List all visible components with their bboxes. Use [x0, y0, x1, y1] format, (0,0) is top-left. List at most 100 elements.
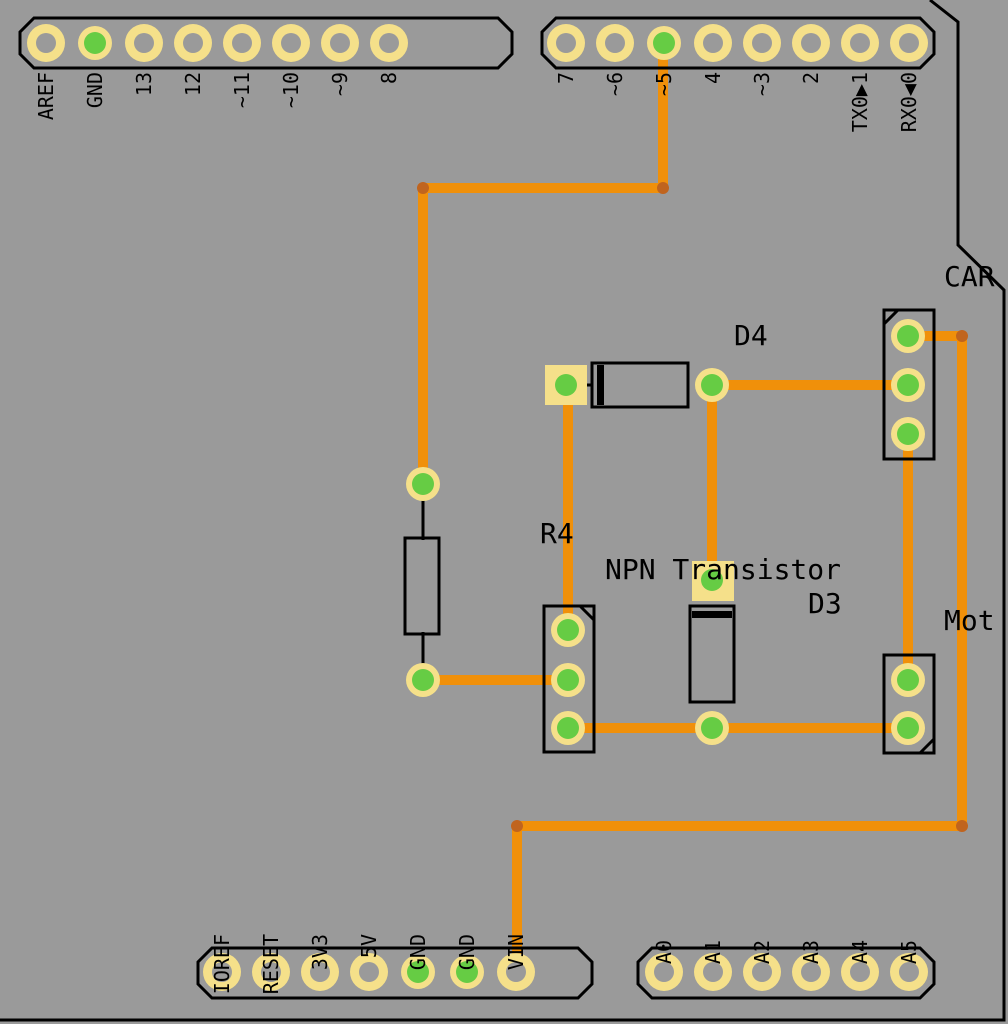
label-d3: D3: [808, 587, 842, 620]
label-car: CAR: [944, 260, 995, 293]
header-pin-top-left-hole: [84, 32, 106, 54]
pin-label-top-right: ~6: [603, 72, 627, 96]
vertex: [956, 820, 968, 832]
label-transistor: NPN Transistor: [605, 553, 841, 586]
header-pin-top-left-hole: [232, 33, 252, 53]
pin-label-power: VIN: [504, 934, 528, 970]
header-pin-power-hole: [310, 962, 330, 982]
pin-label-top-left: GND: [83, 72, 107, 108]
diode-body: [590, 361, 690, 409]
header-pin-top-right-hole: [653, 32, 675, 54]
header-pin-top-left-hole: [330, 33, 350, 53]
header-pin-top-left-hole: [134, 33, 154, 53]
pin-label-analog: A4: [848, 940, 872, 964]
component-pad-hole: [557, 669, 579, 691]
label-mot: Mot: [944, 604, 995, 637]
header-bottom-analog-outline: [636, 946, 936, 1000]
resistor-body: [403, 536, 441, 636]
pin-label-top-right: 2: [799, 72, 823, 84]
header-pin-analog-hole: [850, 962, 870, 982]
pin-label-top-right: ~5: [652, 72, 676, 96]
header-pin-power-hole: [359, 962, 379, 982]
header-pin-top-right-hole: [850, 33, 870, 53]
pin-label-analog: A3: [799, 940, 823, 964]
header-pin-analog-hole: [752, 962, 772, 982]
header-pin-power-hole: [456, 961, 478, 983]
pin-label-top-right: ~3: [750, 72, 774, 96]
transistor-notch: [578, 604, 596, 622]
connector-car-outline[interactable]: [882, 308, 936, 461]
component-pad-hole: [557, 619, 579, 641]
pin-label-top-left: AREF: [34, 72, 58, 120]
diode-body: [688, 604, 736, 704]
component-pad-hole: [701, 717, 723, 739]
component-pad-hole: [557, 717, 579, 739]
pin-label-top-left: ~11: [230, 72, 254, 108]
pin-label-top-right: RX0◀0: [897, 72, 921, 132]
component-pad-hole: [701, 374, 723, 396]
connector-notch: [918, 737, 936, 755]
vertex: [417, 182, 429, 194]
header-pin-power-hole: [261, 962, 281, 982]
header-pin-top-right-hole: [899, 33, 919, 53]
pin-label-top-right: 7: [554, 72, 578, 84]
header-pin-top-right-hole: [703, 33, 723, 53]
component-pad-hole: [897, 669, 919, 691]
traces: [418, 37, 967, 977]
component-pad-hole: [897, 374, 919, 396]
vertex: [956, 330, 968, 342]
component-pad-hole: [897, 325, 919, 347]
pin-label-power: 3V3: [308, 934, 332, 970]
diode-cathode-band: [692, 611, 732, 618]
header-pin-top-right-hole: [752, 33, 772, 53]
component-pad-hole: [897, 423, 919, 445]
pin-label-analog: A5: [897, 940, 921, 964]
header-pin-analog-hole: [703, 962, 723, 982]
header-pin-top-right-hole: [605, 33, 625, 53]
header-top-left-outline: [18, 16, 514, 70]
vertex: [657, 182, 669, 194]
trace-d4-to-q: [561, 380, 573, 635]
pin-label-power: RESET: [259, 934, 283, 994]
pin-label-top-left: 8: [377, 72, 401, 84]
pin-label-analog: A0: [652, 940, 676, 964]
pin-label-top-left: ~9: [328, 72, 352, 96]
label-d4: D4: [734, 319, 768, 352]
transistor-outline[interactable]: [542, 604, 596, 754]
header-top-right-outline: [540, 16, 936, 70]
trace-d5-to-r-top: [418, 37, 668, 489]
pin-label-top-right: 4: [701, 72, 725, 84]
pin-label-power: GND: [455, 934, 479, 970]
labels: D4 R4 NPN Transistor D3 CAR Mot: [540, 260, 995, 637]
pin-label-top-right: TX0▶1: [848, 72, 872, 132]
header-pin-power-hole: [407, 961, 429, 983]
pin-label-top-left: ~10: [279, 72, 303, 108]
header-pin-analog-hole: [654, 962, 674, 982]
header-pin-analog-hole: [801, 962, 821, 982]
resistor-r4[interactable]: [403, 484, 441, 680]
pin-label-top-left: 13: [132, 72, 156, 96]
trace-vertices: [417, 182, 968, 832]
pads: [27, 24, 928, 991]
connector-notch: [882, 308, 900, 326]
connector-mot-outline[interactable]: [882, 653, 936, 755]
header-pin-power-hole: [506, 962, 526, 982]
diode-d3[interactable]: [688, 604, 736, 704]
header-pin-analog-hole: [899, 962, 919, 982]
pin-label-power: IOREF: [210, 934, 234, 994]
label-r4: R4: [540, 517, 574, 550]
pin-label-power: GND: [406, 934, 430, 970]
component-pad-hole: [412, 473, 434, 495]
diode-cathode-band: [597, 365, 604, 405]
header-bottom-power-outline: [196, 946, 594, 1000]
pin-label-power: 5V: [357, 934, 381, 958]
component-pad-hole: [412, 669, 434, 691]
header-pin-top-left-hole: [36, 33, 56, 53]
header-pin-power-hole: [212, 962, 232, 982]
header-pin-top-left-hole: [281, 33, 301, 53]
vertex: [511, 820, 523, 832]
